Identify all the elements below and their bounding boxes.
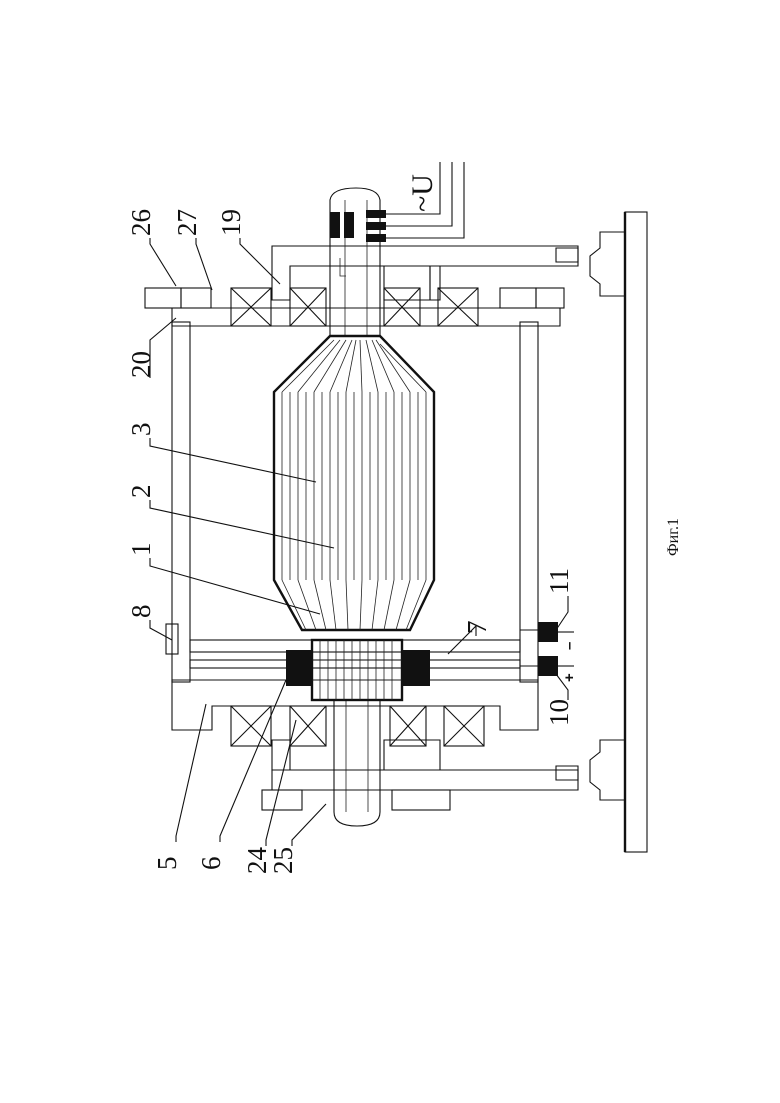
callout-6: 6 — [196, 857, 226, 871]
bearings — [231, 288, 484, 746]
rotor — [274, 336, 434, 700]
callout-7: 7 — [462, 621, 492, 635]
flange-plates — [145, 288, 564, 810]
callout-8: 8 — [126, 605, 156, 619]
housing — [172, 308, 560, 730]
callout-labels: 26 27 19 20 3 2 1 8 11 10 7 5 6 24 25 — [126, 209, 574, 874]
leader-lines — [150, 238, 568, 846]
callout-26: 26 — [126, 209, 156, 236]
callout-3: 3 — [126, 423, 156, 437]
shaft — [330, 188, 380, 826]
minus-sign: – — [561, 642, 578, 650]
foundation — [556, 212, 647, 852]
callout-11: 11 — [544, 568, 574, 594]
callout-19: 19 — [216, 209, 246, 236]
callout-20: 20 — [126, 351, 156, 378]
callout-25: 25 — [268, 847, 298, 874]
callout-2: 2 — [126, 485, 156, 499]
callout-10: 10 — [544, 699, 574, 726]
slip-rings — [330, 162, 464, 242]
figure-caption: Фиг.1 — [665, 518, 682, 556]
callout-5: 5 — [152, 857, 182, 871]
callout-27: 27 — [172, 209, 202, 236]
top-frame — [272, 246, 578, 790]
plus-sign: + — [561, 673, 578, 682]
callout-1: 1 — [126, 543, 156, 557]
voltage-label: ~U — [406, 174, 439, 212]
